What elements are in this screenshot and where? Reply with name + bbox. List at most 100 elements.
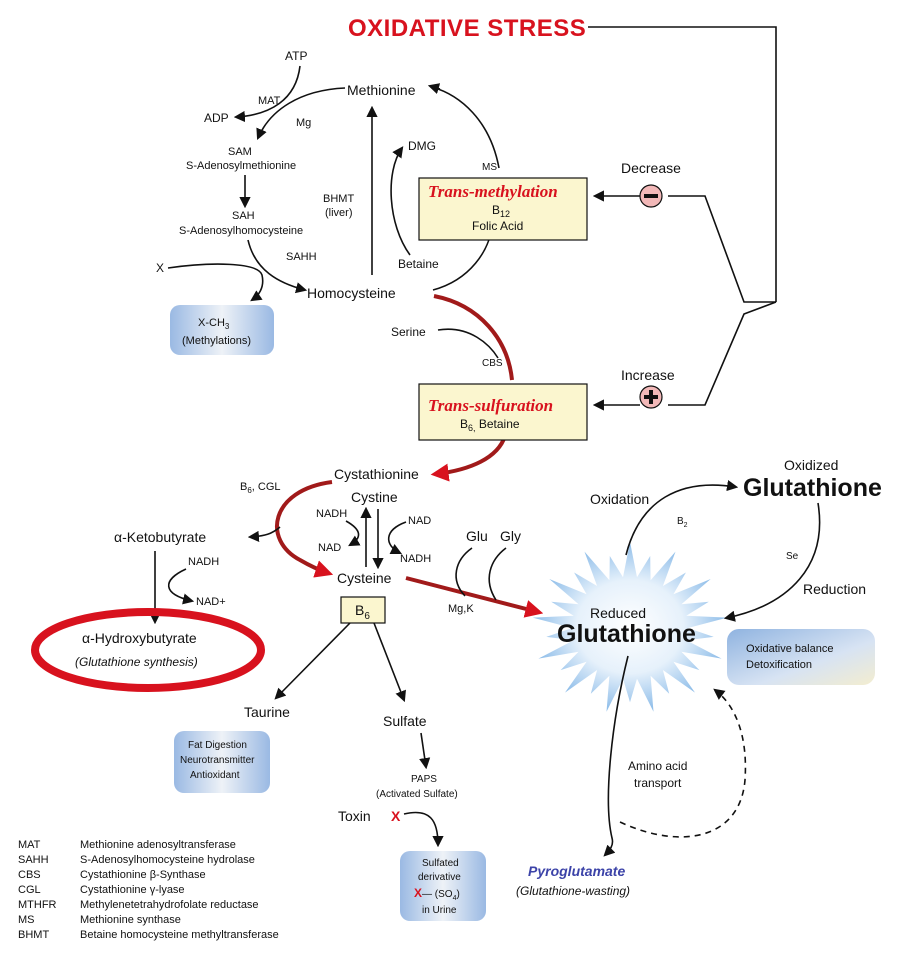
derivative-label: derivative	[418, 872, 461, 883]
atp-adp-arrow	[233, 65, 301, 123]
reduction-arrow	[723, 502, 821, 622]
nad-right-label: NAD	[408, 515, 431, 527]
methionine-sam-arrow	[256, 87, 346, 141]
betaine-dmg-arrow	[390, 146, 411, 256]
nad-left-label: NAD	[318, 542, 341, 554]
methionine-label: Methionine	[347, 82, 416, 98]
adp-label: ADP	[204, 111, 229, 125]
legend-abbr: CGL	[18, 884, 41, 896]
ketobutyrate-label: α-Ketobutyrate	[114, 529, 206, 545]
b2-label: B2	[677, 516, 688, 529]
nadh-keto-label: NADH	[188, 556, 219, 568]
nadh-left-label: NADH	[316, 508, 347, 520]
sulfate-paps-arrow	[419, 732, 431, 770]
legend-full-name: S-Adenosylhomocysteine hydrolase	[80, 854, 255, 866]
transsulfuration-b6-betaine: B6, Betaine	[460, 417, 520, 433]
se-label: Se	[786, 551, 799, 562]
legend-abbr: CBS	[18, 869, 41, 881]
paps-label: PAPS	[411, 774, 437, 785]
nad-nadh-right-arrow	[387, 521, 407, 555]
increase-feedback-line	[668, 301, 777, 406]
ms-label: MS	[482, 162, 497, 173]
oxidation-arrow	[625, 480, 739, 556]
x-methylation-arrow	[167, 263, 264, 302]
plus-icon	[639, 385, 663, 409]
oxidative-balance-box: Oxidative balance Detoxification	[727, 629, 875, 685]
legend-abbr: MS	[18, 914, 35, 926]
sulfate-label: Sulfate	[383, 713, 427, 729]
nad-plus-label: NAD+	[196, 596, 226, 608]
oxidation-label: Oxidation	[590, 491, 649, 507]
gly-join-line	[488, 547, 507, 601]
toxin-x-label: X	[391, 808, 401, 824]
mat-label: MAT	[258, 95, 281, 107]
cystine-label: Cystine	[351, 489, 398, 505]
transmethylation-b12: B12	[492, 203, 510, 219]
gsh-synthesis-label: (Glutathione synthesis)	[75, 655, 198, 669]
legend-abbr: MTHFR	[18, 899, 57, 911]
reduction-label: Reduction	[803, 581, 866, 597]
transmethylation-box: Trans-methylation B12 Folic Acid	[418, 177, 588, 241]
to-ketobutyrate-arrow	[247, 526, 281, 542]
amino-acid-label: Amino acid	[628, 759, 687, 773]
mgk-label: Mg,K	[448, 603, 474, 615]
reduced-label: Reduced	[590, 605, 646, 621]
bhmt-label: BHMT	[323, 193, 354, 205]
transsulfuration-box: Trans-sulfuration B6, Betaine	[418, 383, 588, 441]
transsulfuration-title: Trans-sulfuration	[428, 396, 553, 415]
cysteine-label: Cysteine	[337, 570, 392, 586]
gly-label: Gly	[500, 528, 521, 544]
cysteine-glutathione-red-arrow	[405, 576, 544, 618]
legend-abbr: BHMT	[18, 929, 49, 941]
homocysteine-cystathionine-red-arrow-top	[433, 294, 514, 381]
taurine-fat-digestion: Fat Digestion	[188, 740, 247, 751]
hydroxybutyrate-oval: α-Hydroxybutyrate (Glutathione synthesis…	[31, 608, 265, 692]
methylations-label: (Methylations)	[182, 335, 251, 347]
pyroglutamate-label: Pyroglutamate	[528, 863, 625, 879]
legend-full-name: Betaine homocysteine methyltransferase	[80, 929, 279, 941]
legend-full-name: Methionine synthase	[80, 914, 181, 926]
nadh-nadplus-arrow	[167, 568, 195, 605]
transmethylation-folic: Folic Acid	[472, 219, 523, 233]
sulfated-label: Sulfated	[422, 858, 459, 869]
taurine-neurotransmitter: Neurotransmitter	[180, 755, 255, 766]
legend-abbr: SAHH	[18, 854, 49, 866]
b6-cgl-label: B6, CGL	[240, 481, 281, 495]
sah-homocysteine-arrow	[247, 239, 308, 294]
gsh-wasting-label: (Glutathione-wasting)	[516, 884, 630, 898]
legend-full-name: Cystathionine β-Synthase	[80, 869, 206, 881]
nadh-nad-left-arrow	[345, 520, 361, 547]
hydroxybutyrate-label: α-Hydroxybutyrate	[82, 630, 197, 646]
x-so4-label: X— (SO4)	[414, 886, 460, 902]
oxidized-glutathione-label: Glutathione	[743, 474, 882, 502]
glu-join-line	[455, 547, 473, 597]
betaine-label: Betaine	[398, 257, 439, 271]
sah-label: SAH	[232, 210, 255, 222]
reduced-glutathione-starburst	[532, 541, 728, 712]
legend-full-name: Cystathionine γ-lyase	[80, 884, 185, 896]
oxidative-stress-line	[588, 26, 777, 302]
x-ch3-label: X-CH3	[198, 317, 230, 331]
oxidative-balance-label: Oxidative balance	[746, 643, 833, 655]
legend-full-name: Methylenetetrahydrofolate reductase	[80, 899, 259, 911]
b6-box: B6	[340, 596, 386, 624]
mg-label: Mg	[296, 117, 311, 129]
detoxification-label: Detoxification	[746, 659, 812, 671]
b6-taurine-arrow	[274, 622, 351, 700]
bhmt-liver-label: (liver)	[325, 207, 353, 219]
b6-box-label: B6	[355, 602, 370, 622]
glutathione-pyroglutamate-arrow	[603, 655, 629, 857]
atp-label: ATP	[285, 49, 307, 63]
b6-sulfate-arrow	[373, 622, 406, 703]
sahh-label: SAHH	[286, 251, 317, 263]
taurine-label: Taurine	[244, 704, 290, 720]
serine-join-line	[437, 328, 499, 359]
minus-icon	[639, 184, 663, 208]
taurine-function-box: Fat Digestion Neurotransmitter Antioxida…	[174, 731, 270, 793]
cystathionine-cysteine-red-arrow	[275, 480, 334, 578]
serine-label: Serine	[391, 325, 426, 339]
cystathionine-label: Cystathionine	[334, 466, 419, 482]
activated-sulfate-label: (Activated Sulfate)	[376, 789, 458, 800]
toxin-label: Toxin	[338, 808, 371, 824]
